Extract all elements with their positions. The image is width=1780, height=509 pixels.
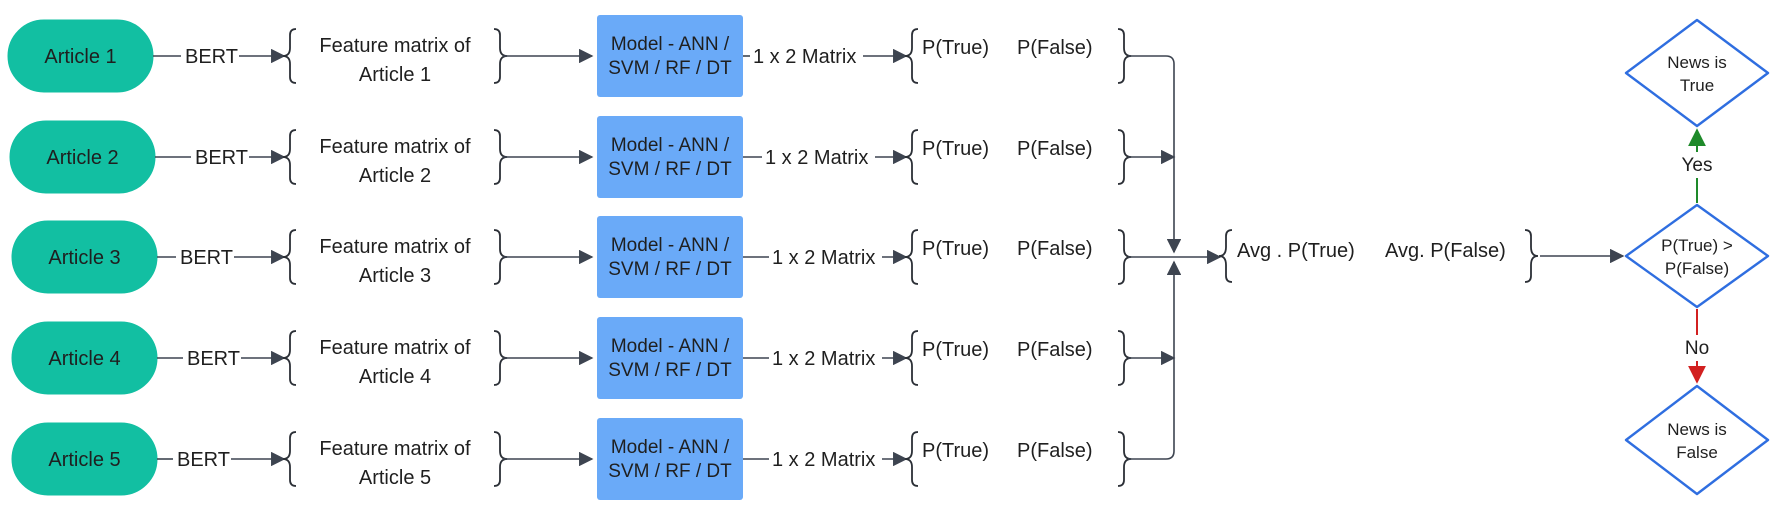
feature-label-line-1: Feature matrix of [319, 337, 471, 359]
output-matrix-label: 1 x 2 Matrix [765, 147, 868, 169]
decision-diamond: P(True) > P(False) [1624, 203, 1770, 309]
yes-label-background [1676, 152, 1718, 178]
model-label-line-1: Model - ANN / [611, 135, 730, 156]
model-label-line-2: SVM / RF / DT [608, 159, 732, 180]
pipeline-row-3: Article 3 BERT Feature matrix of Article 3 M… [11, 216, 1132, 298]
decision-shape [1624, 203, 1770, 309]
p-false-label: P(False) [1017, 238, 1093, 260]
pipeline-row-2: Article 2 BERT Feature matrix of Article 2 M… [9, 116, 1132, 198]
model-node [597, 317, 743, 399]
pipeline-row-1: Article 1 BERT Feature matrix of Article 1 M… [7, 15, 1132, 97]
feature-label-line-2: Article 1 [359, 64, 431, 86]
article-label: Article 3 [48, 247, 120, 269]
article-label: Article 1 [44, 46, 116, 68]
probability-left-brace [904, 28, 919, 84]
average-left-brace [1218, 229, 1233, 283]
model-label-line-2: SVM / RF / DT [608, 58, 732, 79]
average-right-brace [1524, 229, 1539, 283]
feature-left-brace [282, 431, 297, 487]
merge-edge-row-5 [1128, 260, 1182, 460]
feature-label-line-1: Feature matrix of [319, 35, 471, 57]
article-label: Article 5 [48, 449, 120, 471]
p-true-label: P(True) [922, 339, 989, 361]
model-label-line-2: SVM / RF / DT [608, 360, 732, 381]
bert-label: BERT [177, 449, 230, 471]
model-label-line-1: Model - ANN / [611, 336, 730, 357]
p-false-label: P(False) [1017, 37, 1093, 59]
p-false-label: P(False) [1017, 339, 1093, 361]
feature-label-line-1: Feature matrix of [319, 438, 471, 460]
feature-label-line-1: Feature matrix of [319, 236, 471, 258]
p-true-label: P(True) [922, 138, 989, 160]
probability-left-brace [904, 330, 919, 386]
output-matrix-label: 1 x 2 Matrix [772, 449, 875, 471]
no-label: No [1685, 338, 1709, 359]
model-label-line-1: Model - ANN / [611, 34, 730, 55]
p-false-label: P(False) [1017, 138, 1093, 160]
feature-left-brace [282, 330, 297, 386]
news-true-line-1: News is [1667, 53, 1727, 72]
p-false-label: P(False) [1017, 440, 1093, 462]
model-label-line-2: SVM / RF / DT [608, 461, 732, 482]
output-matrix-label: 1 x 2 Matrix [753, 46, 856, 68]
news-false-shape [1624, 384, 1770, 496]
feature-label-line-2: Article 2 [359, 165, 431, 187]
news-false-line-1: News is [1667, 420, 1727, 439]
decision-condition-line-2: P(False) [1665, 259, 1729, 278]
news-false-line-2: False [1676, 443, 1718, 462]
model-label-line-1: Model - ANN / [611, 235, 730, 256]
bert-label: BERT [195, 147, 248, 169]
article-label: Article 4 [48, 348, 120, 370]
bert-label: BERT [185, 46, 238, 68]
news-true-line-2: True [1680, 76, 1714, 95]
bert-label: BERT [180, 247, 233, 269]
probability-left-brace [904, 129, 919, 185]
yes-label: Yes [1682, 155, 1713, 176]
model-node [597, 216, 743, 298]
output-matrix-label: 1 x 2 Matrix [772, 247, 875, 269]
average-probability-block: Avg . P(True) Avg. P(False) [1218, 229, 1539, 283]
no-label-background [1678, 335, 1716, 361]
news-false-diamond: News is False [1624, 384, 1770, 496]
article-label: Article 2 [46, 147, 118, 169]
probability-left-brace [904, 431, 919, 487]
model-node [597, 15, 743, 97]
model-node [597, 116, 743, 198]
bert-label: BERT [187, 348, 240, 370]
news-true-diamond: News is True [1624, 18, 1770, 128]
pipeline-row-4: Article 4 BERT Feature matrix of Article 4 M… [11, 317, 1132, 399]
feature-left-brace [282, 229, 297, 285]
feature-label-line-2: Article 5 [359, 467, 431, 489]
p-true-label: P(True) [922, 37, 989, 59]
merge-edge-row-1 [1128, 55, 1182, 254]
output-matrix-label: 1 x 2 Matrix [772, 348, 875, 370]
feature-left-brace [282, 28, 297, 84]
decision-condition-line-1: P(True) > [1661, 236, 1733, 255]
feature-label-line-2: Article 4 [359, 366, 431, 388]
average-p-false-label: Avg. P(False) [1385, 240, 1506, 262]
p-true-label: P(True) [922, 238, 989, 260]
feature-label-line-1: Feature matrix of [319, 136, 471, 158]
model-node [597, 418, 743, 500]
feature-left-brace [282, 129, 297, 185]
average-p-true-label: Avg . P(True) [1237, 240, 1355, 262]
feature-label-line-2: Article 3 [359, 265, 431, 287]
pipeline-row-5: Article 5 BERT Feature matrix of Article 5 M… [11, 418, 1132, 500]
p-true-label: P(True) [922, 440, 989, 462]
model-label-line-2: SVM / RF / DT [608, 259, 732, 280]
news-true-shape [1624, 18, 1770, 128]
probability-left-brace [904, 229, 919, 285]
model-label-line-1: Model - ANN / [611, 437, 730, 458]
